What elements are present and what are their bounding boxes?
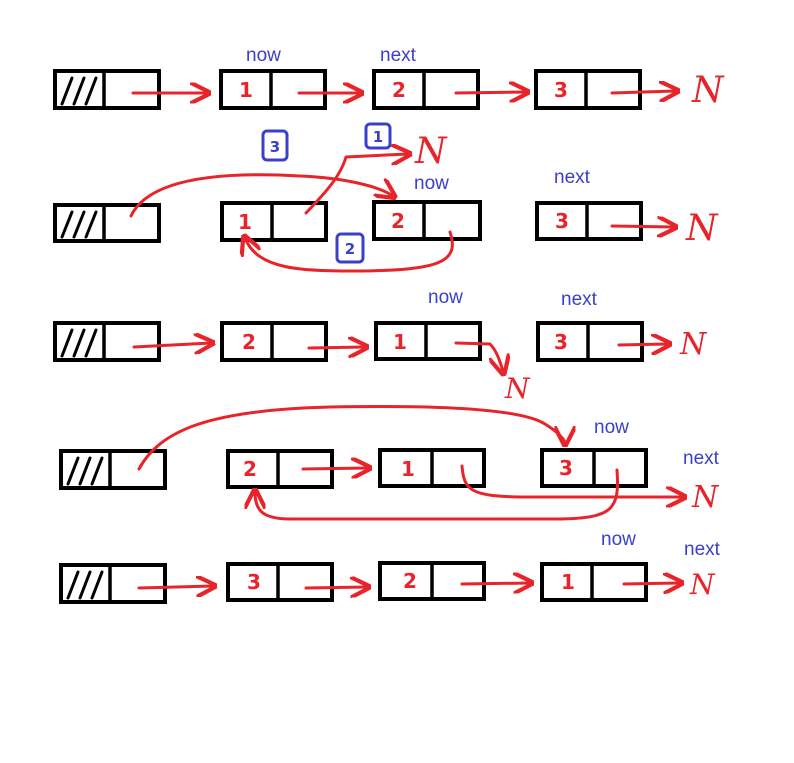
node-value: 1 [239,78,253,102]
pointer-arrow [610,226,674,227]
pointer-arrow [454,341,503,372]
pointer-arrow [617,344,668,345]
pointer-arrow [460,583,530,584]
node: 1 [540,562,648,602]
node: 3 [535,201,643,241]
pointer-arrow [454,92,526,93]
row-2: 1 2 3 N N 3 1 2 now [53,122,719,273]
node-value: 3 [559,456,573,480]
now-label: now [246,45,281,66]
svg-text:3: 3 [270,138,280,156]
head-hatch [60,210,98,239]
null-marker: N [689,568,716,601]
node: 1 [220,201,328,242]
node: 3 [540,448,648,488]
now-label: now [414,173,449,194]
step-badge: 3 [261,129,289,162]
node-value: 2 [391,209,405,233]
next-label: next [554,167,591,188]
row-4: 2 1 3 N now next [59,404,720,521]
node-value: 3 [247,570,261,594]
row-1: 1 2 3 N now next [53,45,725,111]
node-value: 3 [554,78,568,102]
head-node [53,69,161,110]
null-marker: N [691,70,725,111]
row-3: 2 1 3 N N now next [53,287,708,405]
next-label: next [561,289,598,310]
pointer-arrow [132,343,211,347]
back-pointer-arrow [245,232,454,273]
svg-text:2: 2 [345,240,355,258]
node-value: 1 [393,330,407,354]
pointer-arrow [137,586,213,588]
pointer-arrow [610,91,676,93]
node: 2 [220,321,328,362]
back-pointer-arrow [255,468,620,521]
head-hatch [60,328,98,358]
node: 3 [534,69,642,110]
node: 2 [372,69,480,110]
node-value: 2 [242,330,256,354]
null-marker: N [685,208,719,249]
head-node [59,449,167,490]
now-label: now [601,529,636,550]
step-badge: 1 [364,122,392,150]
node-value: 3 [555,209,569,233]
node: 1 [219,69,327,110]
head-node [53,321,161,362]
pointer-arrow [622,583,680,584]
head-hatch [66,570,104,600]
step-badge: 2 [335,232,365,264]
pointer-arrow [301,468,368,469]
pointer-arrow [460,464,683,497]
node-value: 1 [561,570,575,594]
head-hatch [60,76,98,106]
next-label: next [380,45,417,66]
node-value: 2 [392,78,406,102]
pointer-arrow [307,347,365,348]
next-label: next [684,539,721,560]
null-marker: N [679,327,708,362]
node: 1 [374,321,482,361]
node: 1 [378,448,486,488]
pointer-arrow [304,587,367,588]
node: 2 [378,561,486,601]
svg-text:1: 1 [373,128,383,146]
next-label: next [683,448,720,469]
node: 3 [536,321,644,362]
node-value: 1 [238,210,252,234]
head-node [59,563,167,604]
head-to-node-arrow [137,404,565,471]
node-value: 1 [401,457,415,481]
now-label: now [594,417,629,438]
pointer-arrow [304,154,408,215]
node-value: 3 [554,330,568,354]
node-value: 2 [403,569,417,593]
null-marker: N [691,480,720,515]
head-to-node-arrow [129,173,393,218]
null-marker: N [504,372,531,405]
now-label: now [428,287,463,308]
null-marker: N [414,131,448,172]
head-node [53,203,161,243]
row-5: 3 2 1 N now next [59,529,721,604]
head-hatch [66,456,104,486]
node-value: 2 [243,457,257,481]
node: 3 [226,562,334,602]
node: 2 [372,200,482,241]
